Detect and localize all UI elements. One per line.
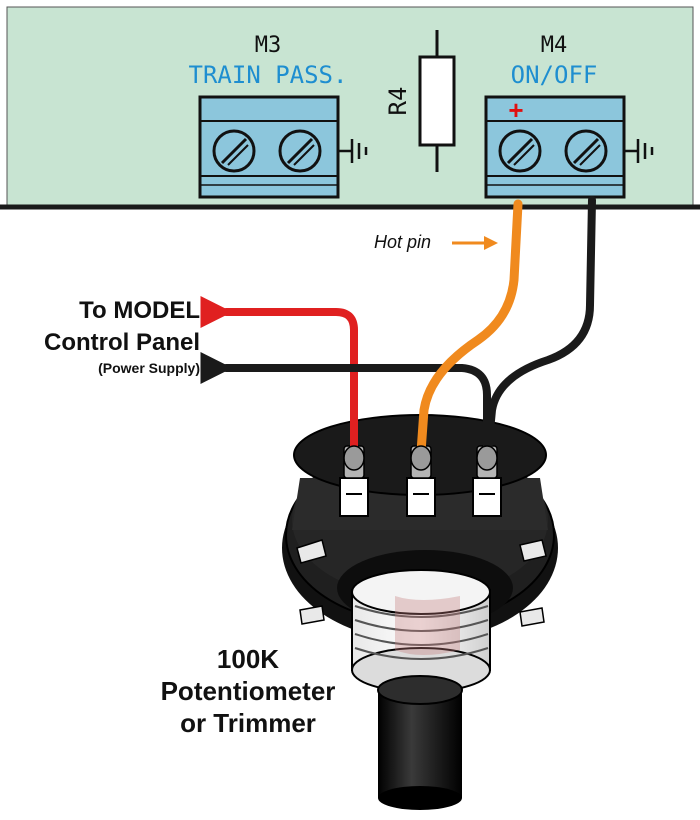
wire-orange-hot [416, 199, 523, 457]
m4-label: ON/OFF [511, 61, 598, 89]
output-label: To MODEL Control Panel (Power Supply) [44, 297, 200, 376]
pot-line1: 100K [217, 644, 279, 674]
output-line3: (Power Supply) [98, 360, 200, 376]
pot-line3: or Trimmer [180, 708, 316, 738]
r4-label: R4 [384, 87, 412, 116]
hot-pin-annotation: Hot pin [374, 232, 498, 252]
m4-terminal-block: + [484, 95, 626, 199]
pot-line2: Potentiometer [161, 676, 336, 706]
m3-id: M3 [255, 33, 282, 58]
wire-black-supply [200, 352, 491, 456]
m3-label: TRAIN PASS. [189, 61, 348, 89]
wire-red [200, 296, 358, 456]
ground-icon [624, 139, 654, 163]
output-line2: Control Panel [44, 329, 200, 356]
potentiometer-label: 100K Potentiometer or Trimmer [161, 644, 336, 738]
resistor-r4: R4 [384, 30, 456, 172]
connector-m3: M3 TRAIN PASS. [189, 33, 368, 199]
screw-terminal-icon [564, 129, 608, 173]
connector-m4: M4 ON/OFF + [484, 33, 654, 199]
plus-sign: + [508, 95, 523, 125]
output-line1: To MODEL [79, 297, 200, 324]
lug-contacts [343, 445, 498, 471]
screw-terminal-icon [212, 129, 256, 173]
m4-id: M4 [541, 33, 568, 58]
screw-terminal-icon [498, 129, 542, 173]
m3-terminal-block [198, 95, 340, 199]
arrow-right-icon [484, 236, 498, 250]
wire-black-m4 [484, 196, 596, 456]
hot-pin-label: Hot pin [374, 232, 431, 252]
wires [200, 196, 596, 457]
potentiometer-icon [282, 414, 558, 810]
ground-icon [338, 139, 368, 163]
screw-terminal-icon [278, 129, 322, 173]
